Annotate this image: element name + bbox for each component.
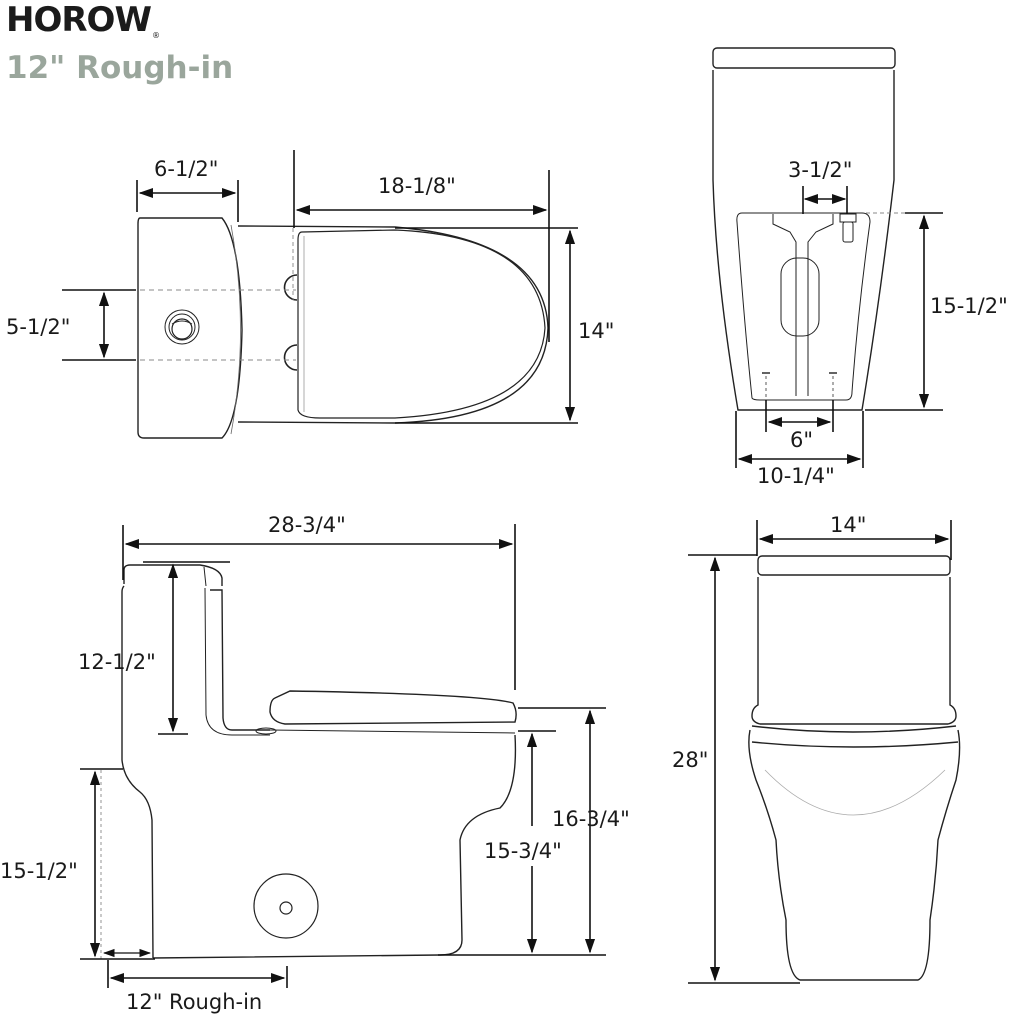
front-view xyxy=(748,555,961,981)
overall-height-label: 28" xyxy=(672,748,708,772)
rough-in-label: 12" Rough-in xyxy=(126,990,262,1014)
rear-height-label: 15-1/2" xyxy=(0,859,78,883)
seat-height-label: 16-3/4" xyxy=(552,807,630,831)
floor-bolt-spacing-label: 6" xyxy=(790,428,813,452)
bolt-spacing-label: 5-1/2" xyxy=(6,315,70,339)
side-view xyxy=(100,564,517,960)
rough-in-title: 12" Rough-in xyxy=(6,50,234,86)
supply-offset-label: 3-1/2" xyxy=(788,158,852,182)
tank-depth-label: 6-1/2" xyxy=(154,157,218,181)
bowl-length-label: 18-1/8" xyxy=(378,174,456,198)
seat-width-label: 14" xyxy=(578,319,614,343)
top-view-dimensions xyxy=(62,150,578,424)
brand-logo: HOROW® xyxy=(6,0,160,40)
bowl-height-label: 15-3/4" xyxy=(484,839,562,863)
registered-mark: ® xyxy=(151,31,160,40)
side-view-dimensions xyxy=(80,524,606,988)
top-view xyxy=(137,217,549,439)
front-width-label: 14" xyxy=(830,513,866,537)
bottom-view xyxy=(712,47,905,411)
base-width-label: 10-1/4" xyxy=(757,464,835,488)
overall-depth-label: 28-3/4" xyxy=(268,513,346,537)
supply-height-label: 15-1/2" xyxy=(930,294,1008,318)
tank-height-label: 12-1/2" xyxy=(78,650,156,674)
bottom-view-dimensions xyxy=(735,186,943,468)
front-view-dimensions xyxy=(688,520,952,984)
brand-name: HOROW xyxy=(6,0,152,40)
